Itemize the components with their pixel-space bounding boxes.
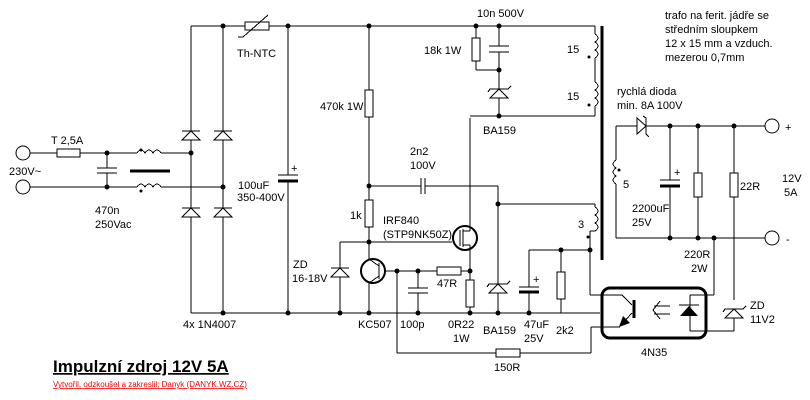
feedback-cap-label: 2n2: [410, 146, 428, 158]
led-series-resistor-label: 22R: [740, 181, 760, 193]
feedback-cap-voltage-label: 100V: [410, 160, 436, 172]
output-diode: [636, 116, 647, 136]
output-voltage-label: 12V: [782, 173, 802, 185]
common-mode-choke: [130, 148, 170, 193]
base-resistor: [436, 266, 462, 276]
fuse: [56, 148, 81, 158]
fuse-label: T 2,5A: [51, 135, 84, 147]
bulk-cap-voltage-label: 350-400V: [237, 192, 285, 204]
plus-label: +: [785, 122, 791, 134]
mosfet: [452, 118, 478, 313]
ac-voltage-label: 230V~: [9, 166, 41, 178]
sense-resistor-power-label: 1W: [453, 333, 470, 345]
sense-resistor: [465, 279, 475, 308]
opto-resistor: [495, 348, 521, 358]
snubber-diode: [488, 88, 510, 99]
aux-winding-label: 3: [578, 219, 584, 231]
secondary-zener-voltage-label: 11V2: [750, 314, 775, 326]
output-cap-voltage-label: 25V: [632, 217, 652, 229]
input-section: T 2,5A 230V~ 470n 250Vac: [9, 135, 223, 231]
mosfet-alt-label: (STP9NK50Z): [383, 229, 452, 241]
snubber-diode-label: BA159: [483, 125, 516, 137]
aux-resistor-label: 2k2: [556, 325, 574, 337]
optocoupler: 4N35: [589, 250, 714, 359]
bjt-transistor: [360, 242, 386, 313]
output-cap-label: 2200uF: [632, 203, 670, 215]
mosfet-label: IRF840: [383, 215, 419, 227]
bulk-cap-label: 100uF: [238, 180, 269, 192]
ac-terminal-bottom: [15, 179, 31, 195]
aux-diode: [487, 283, 509, 294]
bulk-capacitor: + 100uF 350-400V: [237, 26, 298, 316]
output-terminal-plus: [764, 118, 780, 134]
ac-terminal-top: [15, 145, 31, 161]
rectifier-diodes-label: 4x 1N4007: [183, 319, 236, 331]
snubber-cap-label: 10n 500V: [477, 8, 525, 20]
primary-winding-1-label: 15: [567, 44, 579, 56]
bjt-label: KC507: [358, 319, 392, 331]
svg-text:+: +: [674, 167, 680, 179]
led-series-resistor: [729, 172, 739, 198]
base-resistor-label: 47R: [437, 278, 457, 290]
transformer: 15 15 3 5 trafo na ferit. jádře se střed…: [567, 10, 773, 260]
transformer-note-line-3: 12 x 15 mm a vzduch.: [665, 38, 773, 50]
base-cap-label: 100p: [400, 319, 424, 331]
secondary-zener-label: ZD: [750, 300, 765, 312]
led-resistor-power-label: 2W: [691, 263, 708, 275]
start-resistor-label: 470k 1W: [320, 101, 364, 113]
x-cap-label: 470n: [95, 205, 119, 217]
output-terminal-minus: [764, 230, 780, 246]
snubber-resistor-label: 18k 1W: [424, 45, 462, 57]
ntc-label: Th-NTC: [237, 48, 276, 60]
primary-zener-voltage-label: 16-18V: [292, 273, 328, 285]
snubber-resistor: [471, 37, 481, 62]
secondary-zener: [723, 308, 745, 319]
aux-resistor: [556, 271, 566, 300]
primary-zener-label: ZD: [293, 259, 308, 271]
author-credit[interactable]: Vytvořil, odzkoušel a zakreslil: Danyk (…: [53, 380, 247, 389]
schematic-title: Impulzní zdroj 12V 5A: [53, 357, 229, 376]
bridge-rectifier: 4x 1N4007: [180, 23, 600, 331]
aux-cap-voltage-label: 25V: [524, 333, 544, 345]
optocoupler-label: 4N35: [641, 347, 667, 359]
output-diode-label: rychlá dioda: [617, 86, 677, 98]
bleeder-resistor: [693, 172, 703, 198]
primary-zener: [329, 267, 351, 278]
ntc-thermistor: Th-NTC: [237, 14, 595, 60]
gate-resistor-label: 1k: [350, 210, 362, 222]
aux-cap-label: 47uF: [524, 319, 549, 331]
aux-diode-label: BA159: [483, 325, 516, 337]
output-diode-rating-label: min. 8A 100V: [617, 100, 683, 112]
output-current-label: 5A: [784, 187, 798, 199]
secondary-winding-label: 5: [623, 179, 629, 191]
secondary-section: rychlá dioda min. 8A 100V + 2200uF 25V 2…: [616, 86, 802, 332]
x-cap-voltage-label: 250Vac: [95, 219, 132, 231]
transformer-note-line-4: mezerou 0,7mm: [665, 52, 744, 64]
primary-winding-2-label: 15: [567, 91, 579, 103]
transformer-note-line-1: trafo na ferit. jádře se: [665, 10, 769, 22]
svg-text:+: +: [533, 274, 539, 286]
start-resistor: [364, 89, 374, 118]
transformer-note-line-2: středním sloupkem: [665, 24, 758, 36]
sense-resistor-label: 0R22: [448, 319, 474, 331]
minus-label: -: [786, 234, 790, 246]
led-resistor-label: 220R: [684, 249, 710, 261]
primary-section: 470k 1W 2n2 100V 1k IRF840 (STP9NK50Z): [292, 8, 595, 374]
svg-text:+: +: [291, 163, 297, 175]
opto-resistor-label: 150R: [494, 362, 520, 374]
gate-resistor: [364, 199, 374, 228]
